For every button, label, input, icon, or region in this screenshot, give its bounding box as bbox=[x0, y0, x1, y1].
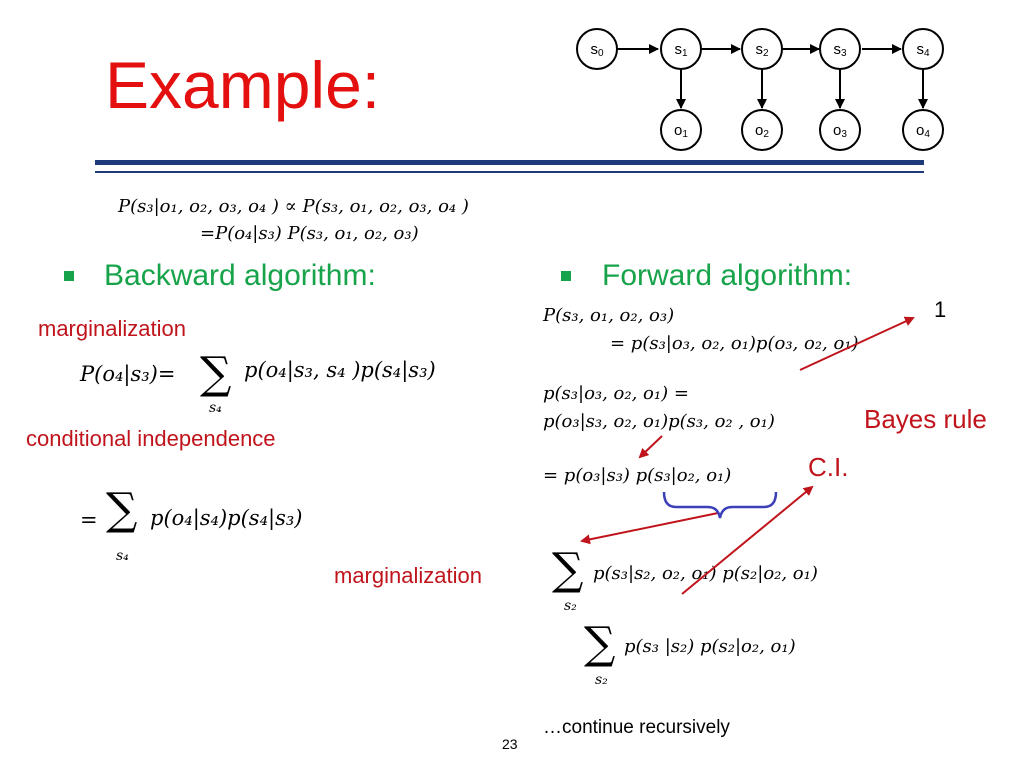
title-rule-thick bbox=[95, 160, 924, 165]
annotation-number: 1 bbox=[934, 297, 947, 322]
bullet-icon bbox=[64, 271, 74, 281]
svg-text:o4: o4 bbox=[916, 122, 930, 140]
label-bayes-rule: Bayes rule bbox=[864, 404, 987, 434]
equals-sign: = bbox=[80, 508, 98, 532]
node-s4: s4 bbox=[902, 28, 944, 70]
continue-note: …continue recursively bbox=[543, 717, 730, 738]
svg-text:o1: o1 bbox=[674, 122, 688, 140]
svg-text:s2: s2 bbox=[755, 41, 769, 59]
top-equation-line-1: P(s₃|o₁, o₂, o₃, o₄ ) ∝ P(s₃, o₁, o₂, o₃… bbox=[118, 196, 469, 217]
sum-symbol: ∑ bbox=[106, 484, 138, 535]
backward-lhs: P(o₄|s₃)= bbox=[80, 362, 176, 386]
node-o2: o2 bbox=[741, 109, 783, 151]
sum-subscript: s₄ bbox=[116, 548, 129, 564]
bullet-icon bbox=[561, 271, 571, 281]
top-equation-line-2: =P(o₄|s₃) P(s₃, o₁, o₂, o₃) bbox=[200, 223, 419, 244]
label-conditional-independence: conditional independence bbox=[26, 426, 276, 451]
node-s2: s2 bbox=[741, 28, 783, 70]
node-o1: o1 bbox=[660, 109, 702, 151]
node-o3: o3 bbox=[819, 109, 861, 151]
svg-text:o3: o3 bbox=[833, 122, 847, 140]
label-marginalization-bottom: marginalization bbox=[334, 563, 482, 588]
sum-symbol: ∑ bbox=[552, 544, 584, 595]
arrow-to-annotation-1 bbox=[799, 316, 915, 371]
node-o4: o4 bbox=[902, 109, 944, 151]
forward-line-3: p(s₃|o₃, o₂, o₁) = bbox=[543, 383, 689, 404]
svg-text:s0: s0 bbox=[590, 41, 604, 59]
forward-line-2: = p(s₃|o₃, o₂, o₁)p(o₃, o₂, o₁) bbox=[610, 333, 859, 354]
backward-rhs: p(o₄|s₃, s₄ )p(s₄|s₃) bbox=[244, 358, 436, 382]
arrow-to-marginalization bbox=[580, 512, 719, 545]
arrow-ci-cross bbox=[681, 485, 814, 595]
label-marginalization-left: marginalization bbox=[38, 316, 186, 341]
bullet-forward-algorithm: Forward algorithm: bbox=[602, 259, 853, 292]
backward-simplified: p(o₄|s₄)p(s₄|s₃) bbox=[150, 506, 303, 530]
arrow-bayes-to-ci bbox=[638, 435, 663, 459]
node-s3: s3 bbox=[819, 28, 861, 70]
svg-text:s1: s1 bbox=[674, 41, 688, 59]
underbrace bbox=[662, 491, 778, 519]
sum-subscript: s₂ bbox=[564, 598, 577, 614]
label-ci: C.I. bbox=[808, 452, 849, 482]
sum-symbol: ∑ bbox=[584, 618, 616, 669]
svg-text:o2: o2 bbox=[755, 122, 769, 140]
forward-line-4: p(o₃|s₃, o₂, o₁)p(s₃, o₂ , o₁) bbox=[543, 411, 775, 432]
bullet-backward-algorithm: Backward algorithm: bbox=[104, 259, 376, 292]
forward-line-1: P(s₃, o₁, o₂, o₃) bbox=[543, 305, 675, 326]
svg-text:s3: s3 bbox=[833, 41, 847, 59]
forward-line-7: p(s₃ |s₂) p(s₂|o₂, o₁) bbox=[624, 636, 796, 657]
page-number: 23 bbox=[502, 736, 518, 752]
sum-subscript: s₄ bbox=[209, 400, 222, 416]
sum-subscript: s₂ bbox=[595, 672, 608, 688]
backward-rhs-clip: p(o₄|s₃, s₄ )p(s₄|s₃) bbox=[244, 358, 468, 388]
title-rule-thin bbox=[95, 171, 924, 173]
hmm-diagram: s0 s1 s2 s3 s4 o1 o2 o3 bbox=[576, 28, 944, 151]
node-s0: s0 bbox=[576, 28, 618, 70]
forward-line-5: = p(o₃|s₃) p(s₃|o₂, o₁) bbox=[543, 465, 732, 486]
svg-text:s4: s4 bbox=[916, 41, 930, 59]
node-s1: s1 bbox=[660, 28, 702, 70]
slide-title: Example: bbox=[105, 48, 381, 122]
sum-symbol: ∑ bbox=[200, 348, 232, 399]
